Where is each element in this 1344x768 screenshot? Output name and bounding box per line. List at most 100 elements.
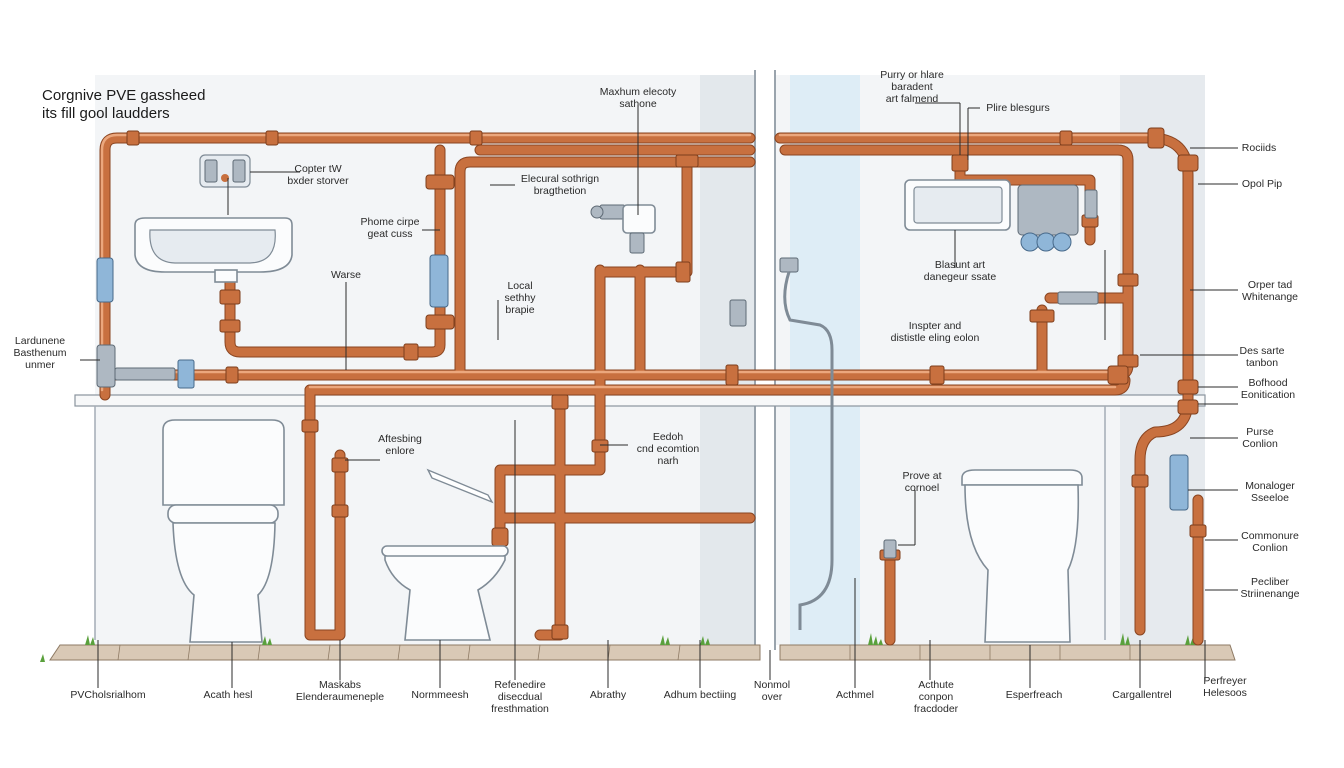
title-line-1: Corgnive PVE gassheed xyxy=(42,87,205,104)
label-opol: Opol Pip xyxy=(1242,178,1282,190)
label-line: Cargallentrel xyxy=(1112,689,1172,701)
label-line: PVCholsrialhom xyxy=(70,689,146,701)
diagram-title: Corgnive PVE gassheed its fill gool laud… xyxy=(42,87,205,122)
label-line: Whitenange xyxy=(1242,291,1298,303)
label-line: Monaloger xyxy=(1245,480,1295,492)
label-line: Lardunene xyxy=(15,335,65,347)
label-line: Prove at xyxy=(902,470,941,482)
label-line: baradent xyxy=(891,81,933,93)
label-line: Opol Pip xyxy=(1242,178,1282,190)
label-waste: Warse xyxy=(331,269,361,281)
label-line: Sseeloe xyxy=(1251,492,1289,504)
label-line: Adhum bectiing xyxy=(664,689,737,701)
label-line: geat cuss xyxy=(368,228,413,240)
label-esperr: Esperfreach xyxy=(1006,689,1063,701)
label-line: Normmeesh xyxy=(411,689,468,701)
label-line: cnd ecomtion xyxy=(637,443,700,455)
label-line: Esperfreach xyxy=(1006,689,1063,701)
label-line: Rociids xyxy=(1242,142,1276,154)
label-line: art falmend xyxy=(886,93,939,105)
label-acath: Acath hesl xyxy=(203,689,252,701)
fixtures xyxy=(134,154,1083,643)
label-line: conpon xyxy=(919,691,954,703)
label-line: danegeur ssate xyxy=(924,271,997,283)
label-adhum: Adhum bectiing xyxy=(664,689,737,701)
label-line: Aftesbing xyxy=(378,433,422,445)
label-line: Helesoos xyxy=(1203,687,1247,699)
label-line: dististle eling eolon xyxy=(891,332,980,344)
label-line: Copter tW xyxy=(294,163,341,175)
label-line: fracdoder xyxy=(914,703,959,715)
label-line: Warse xyxy=(331,269,361,281)
label-line: Maxhum elecoty xyxy=(600,86,677,98)
label-line: Blasunt art xyxy=(935,259,985,271)
label-pvc: PVCholsrialhom xyxy=(70,689,146,701)
label-line: Conlion xyxy=(1252,542,1288,554)
label-line: Des sarte xyxy=(1240,345,1285,357)
label-line: Refenedire xyxy=(494,679,546,691)
label-line: Local xyxy=(507,280,532,292)
valves xyxy=(96,184,1189,630)
label-line: Acath hesl xyxy=(203,689,252,701)
label-line: Purse xyxy=(1246,426,1274,438)
label-line: bxder storver xyxy=(287,175,349,187)
label-line: Basthenum xyxy=(13,347,66,359)
label-line: Abrathy xyxy=(590,689,627,701)
label-line: Conlion xyxy=(1242,438,1278,450)
label-line: Acthute xyxy=(918,679,954,691)
label-line: Acthmel xyxy=(836,689,874,701)
label-line: Inspter and xyxy=(909,320,962,332)
copper-pipes xyxy=(99,127,1207,646)
leader-lines xyxy=(80,102,1238,688)
label-line: unmer xyxy=(25,359,55,371)
label-line: fresthmation xyxy=(491,703,549,715)
label-line: Pecliber xyxy=(1251,576,1289,588)
label-line: sathone xyxy=(619,98,657,110)
label-line: Perfreyer xyxy=(1203,675,1247,687)
label-line: Orper tad xyxy=(1248,279,1293,291)
title-line-2: its fill gool laudders xyxy=(42,105,170,122)
label-abrathy: Abrathy xyxy=(590,689,627,701)
label-rociids: Rociids xyxy=(1242,142,1276,154)
label-line: sethhy xyxy=(505,292,537,304)
floor xyxy=(40,633,1236,662)
label-line: Striinenange xyxy=(1241,588,1300,600)
label-line: Nonmol xyxy=(754,679,790,691)
label-line: Purry or hlare xyxy=(880,69,944,81)
label-line: over xyxy=(762,691,783,703)
label-line: Eedoh xyxy=(653,431,684,443)
label-line: Elecural sothrign xyxy=(521,173,599,185)
label-line: cornoel xyxy=(905,482,939,494)
label-line: bragthetion xyxy=(534,185,587,197)
label-line: enlore xyxy=(385,445,414,457)
label-line: Eonitication xyxy=(1241,389,1295,401)
label-line: narh xyxy=(657,455,678,467)
label-line: tanbon xyxy=(1246,357,1278,369)
label-line: Bofhood xyxy=(1248,377,1287,389)
label-normme: Normmeesh xyxy=(411,689,468,701)
label-acthmel: Acthmel xyxy=(836,689,874,701)
